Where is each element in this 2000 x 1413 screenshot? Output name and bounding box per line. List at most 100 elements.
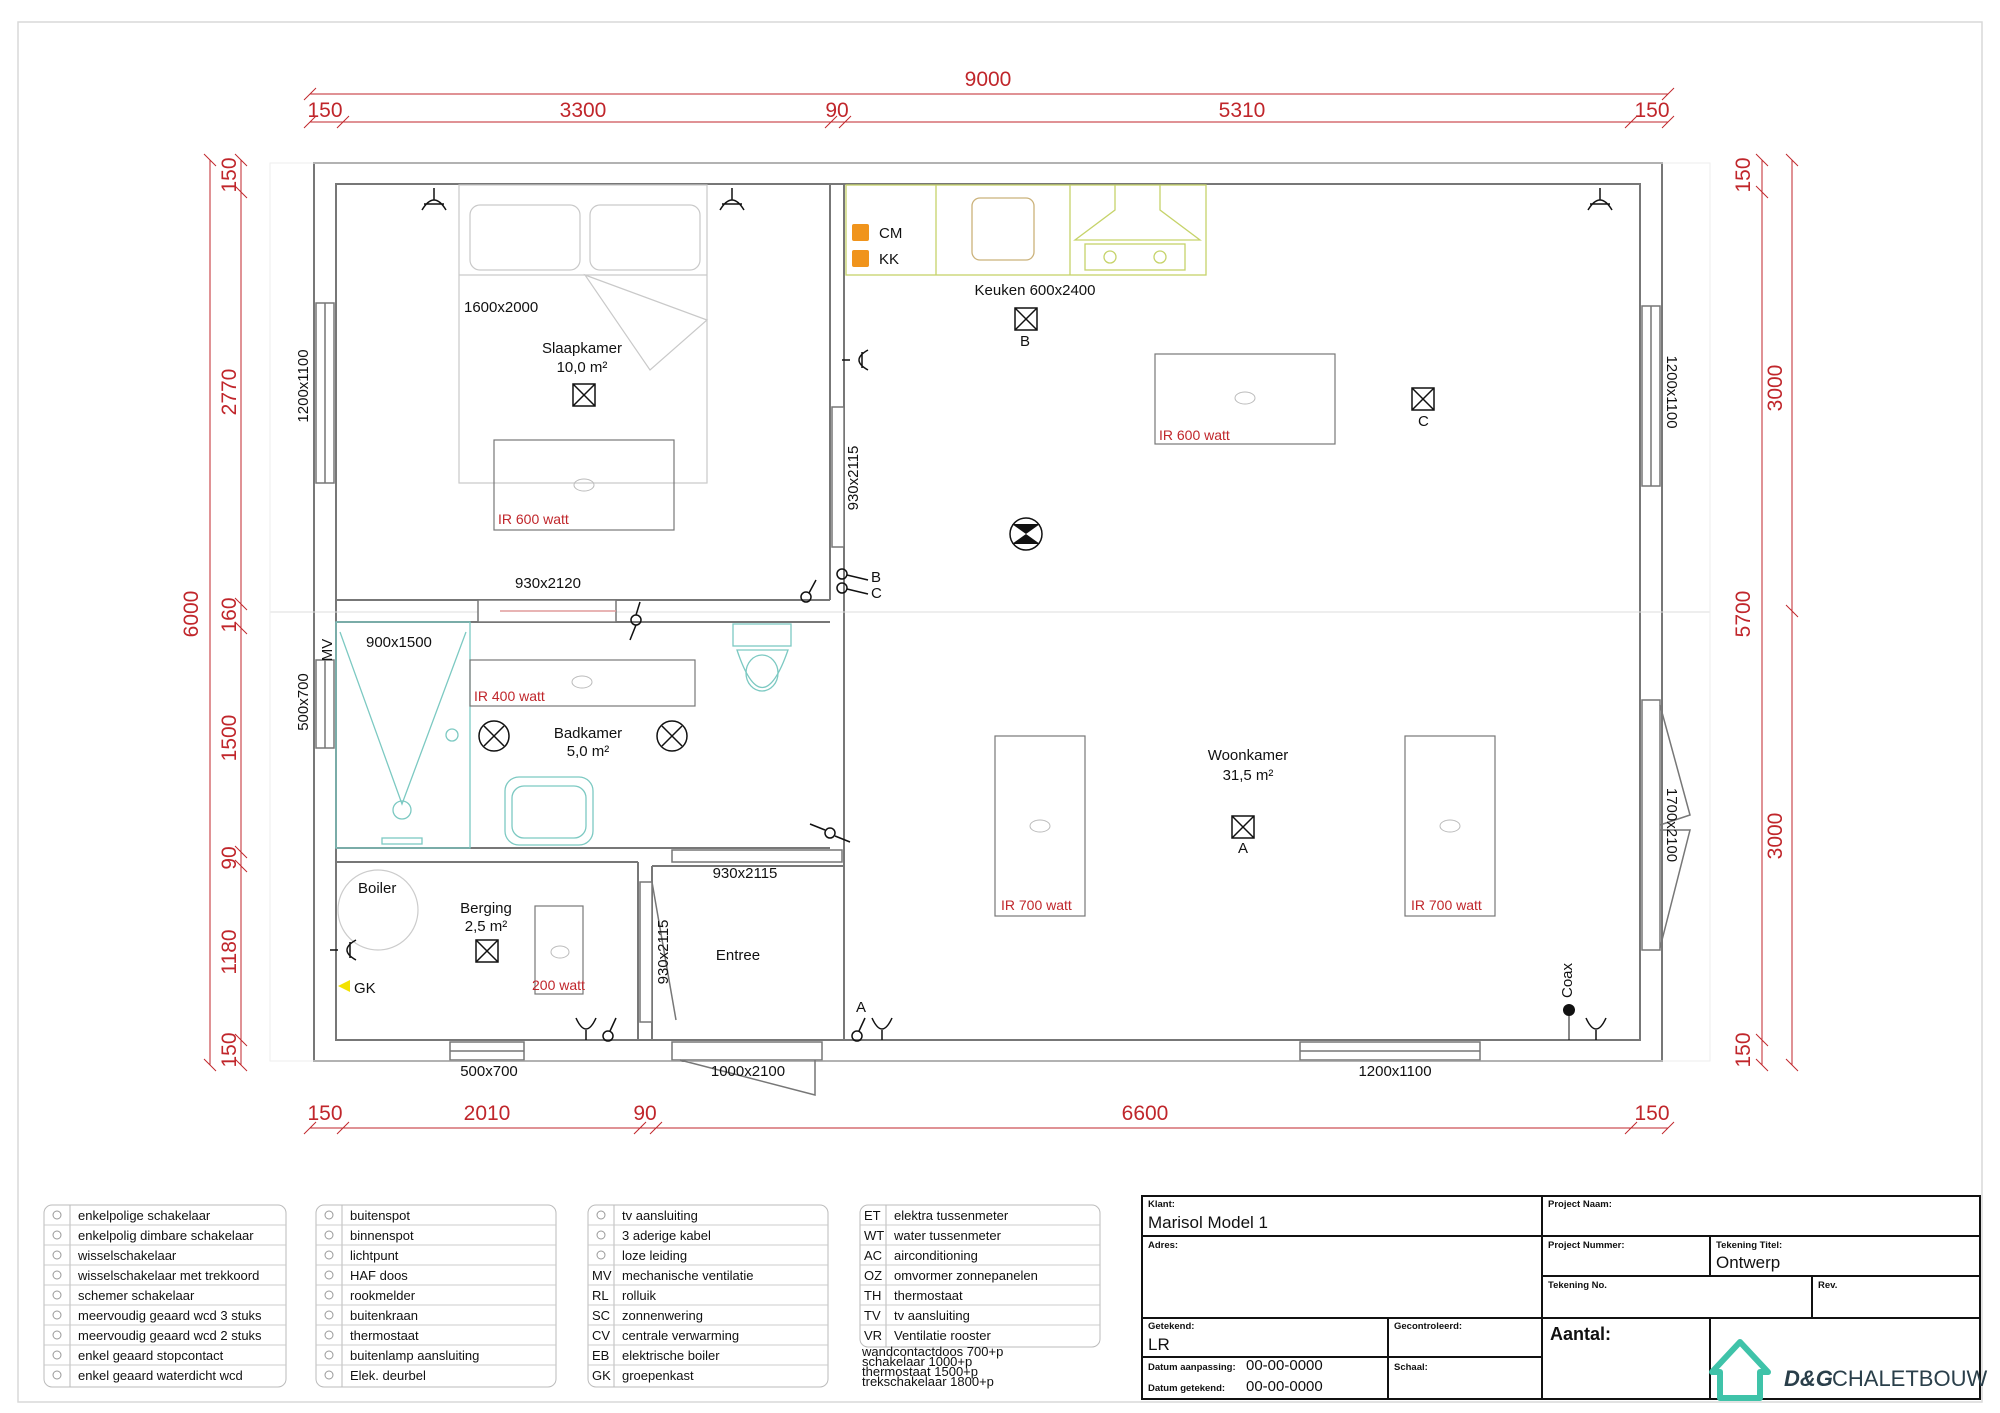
legend-3-item-5: rolluik [622, 1288, 656, 1303]
boiler-label: Boiler [358, 880, 396, 897]
tb-klant-label: Klant: [1148, 1199, 1175, 1210]
legend-2-item-1: buitenspot [350, 1208, 410, 1223]
legend-1-item-3: wisselschakelaar [77, 1248, 177, 1263]
logo-text-dg: D&G [1784, 1366, 1833, 1391]
dim-right-1: 150 [1732, 157, 1755, 192]
dim-left-4: 1500 [218, 715, 241, 762]
kitchen-heater-label: IR 600 watt [1159, 427, 1230, 443]
legend-symbol-icon [596, 1230, 606, 1240]
kk-label: KK [879, 251, 899, 268]
dim-bottom-5: 150 [1634, 1102, 1669, 1125]
legend-note-2: schakelaar 1000+p [862, 1354, 972, 1369]
legend-symbol-icon [52, 1330, 62, 1340]
dim-right-3: 3000 [1764, 813, 1787, 860]
tb-datum-getekend-value: 00-00-0000 [1246, 1378, 1323, 1395]
legend-1-item-9: enkel geaard waterdicht wcd [78, 1368, 243, 1383]
legend-note-4: trekschakelaar 1800+p [862, 1374, 994, 1389]
legend-3-code-4: MV [592, 1268, 612, 1283]
legend-symbol-icon [596, 1210, 606, 1220]
dimension-left [203, 153, 248, 1072]
dim-bottom-2: 2010 [464, 1102, 511, 1125]
cm-label: CM [879, 225, 902, 242]
legend-2-item-5: rookmelder [350, 1288, 416, 1303]
sink-bathroom [504, 776, 594, 846]
tb-aantal-label: Aantal: [1550, 1324, 1611, 1344]
legend-3-item-8: elektrische boiler [622, 1348, 720, 1363]
dim-top-1: 150 [307, 99, 342, 122]
legend-4-item-2: water tussenmeter [893, 1228, 1002, 1243]
legend-4-code-7: VR [864, 1328, 882, 1343]
doors [477, 406, 1691, 1096]
bed-heater-label: IR 600 watt [498, 511, 569, 527]
logo-text-chaletbouw: CHALETBOUW [1832, 1366, 1987, 1391]
switch-a-label: A [856, 999, 866, 1016]
legend-4-item-1: elektra tussenmeter [894, 1208, 1009, 1223]
door-berg-label: 930x2115 [655, 920, 672, 985]
dimension-bottom [303, 1121, 1675, 1135]
dim-top-3: 90 [825, 99, 848, 122]
legend-3-item-6: zonnenwering [622, 1308, 703, 1323]
switch-b-label: B [871, 569, 881, 586]
cm-icon [852, 224, 869, 241]
living-heater-1-label: IR 700 watt [1001, 897, 1072, 913]
light-b-label: B [1020, 333, 1030, 350]
dim-right-2: 3000 [1764, 365, 1787, 412]
dim-left-5: 90 [218, 846, 241, 869]
legend-4-code-5: TH [864, 1288, 881, 1303]
legend-1-item-5: schemer schakelaar [78, 1288, 195, 1303]
tb-tekening-titel-value: Ontwerp [1716, 1253, 1780, 1272]
coax-label: Coax [1559, 962, 1576, 998]
legend-3-code-6: SC [592, 1308, 610, 1323]
tb-tekening-titel-label: Tekening Titel: [1716, 1240, 1782, 1251]
legend-symbol-icon [324, 1370, 334, 1380]
legend-3-item-3: loze leiding [622, 1248, 687, 1263]
dimension-right [1755, 153, 1799, 1072]
legend-symbol-icon [324, 1270, 334, 1280]
company-logo: D&G CHALETBOUW [1709, 1338, 1987, 1401]
light-points [475, 307, 1435, 963]
dimension-top [303, 87, 1675, 129]
legend-1-item-1: enkelpolige schakelaar [78, 1208, 211, 1223]
room-woonkamer-area: 31,5 m² [1223, 767, 1274, 784]
tb-klant-value: Marisol Model 1 [1148, 1213, 1268, 1232]
legend-symbol-icon [52, 1230, 62, 1240]
bed-size-label: 1600x2000 [464, 299, 538, 316]
dim-left-total: 6000 [180, 591, 203, 638]
legend-symbol-icon [52, 1270, 62, 1280]
room-badkamer-area: 5,0 m² [567, 743, 610, 760]
dim-left-6: 1180 [218, 929, 241, 974]
legend-3-item-2: 3 aderige kabel [622, 1228, 711, 1243]
room-berging-area: 2,5 m² [465, 918, 508, 935]
legend-4-item-6: tv aansluiting [894, 1308, 970, 1323]
dim-right-4: 150 [1732, 1032, 1755, 1067]
legend-symbol-icon [324, 1330, 334, 1340]
legend-3-item-9: groepenkast [622, 1368, 694, 1383]
room-entree-name: Entree [716, 947, 760, 964]
legend-1-item-6: meervoudig geaard wcd 3 stuks [78, 1308, 262, 1323]
window-berg-label: 500x700 [460, 1063, 518, 1080]
legend-4-code-4: OZ [864, 1268, 882, 1283]
legend-1-item-4: wisselschakelaar met trekkoord [77, 1268, 259, 1283]
tb-datum-aanpassing-value: 00-00-0000 [1246, 1357, 1323, 1374]
legend-symbol-icon [52, 1250, 62, 1260]
tb-project-naam-label: Project Naam: [1548, 1199, 1612, 1210]
dim-left-2: 2770 [218, 369, 241, 416]
legend-3-code-7: CV [592, 1328, 610, 1343]
legend-symbol-icon [52, 1290, 62, 1300]
gk-icon [338, 980, 350, 992]
switch-c-label: C [871, 585, 882, 602]
shower [335, 621, 471, 849]
boiler [337, 869, 419, 951]
legend-3-item-1: tv aansluiting [622, 1208, 698, 1223]
light-c-label: C [1418, 413, 1429, 430]
living-heater-2-label: IR 700 watt [1411, 897, 1482, 913]
dim-left-1: 150 [218, 157, 241, 192]
legend-2-item-8: buitenlamp aansluiting [350, 1348, 479, 1363]
legend-4-item-5: thermostaat [894, 1288, 963, 1303]
legend-4-item-4: omvormer zonnepanelen [894, 1268, 1038, 1283]
legend-4-code-6: TV [864, 1308, 881, 1323]
legend-2-item-7: thermostaat [350, 1328, 419, 1343]
light-a-label: A [1238, 840, 1248, 857]
legend-2-item-6: buitenkraan [350, 1308, 418, 1323]
switch-icons [602, 568, 869, 1042]
